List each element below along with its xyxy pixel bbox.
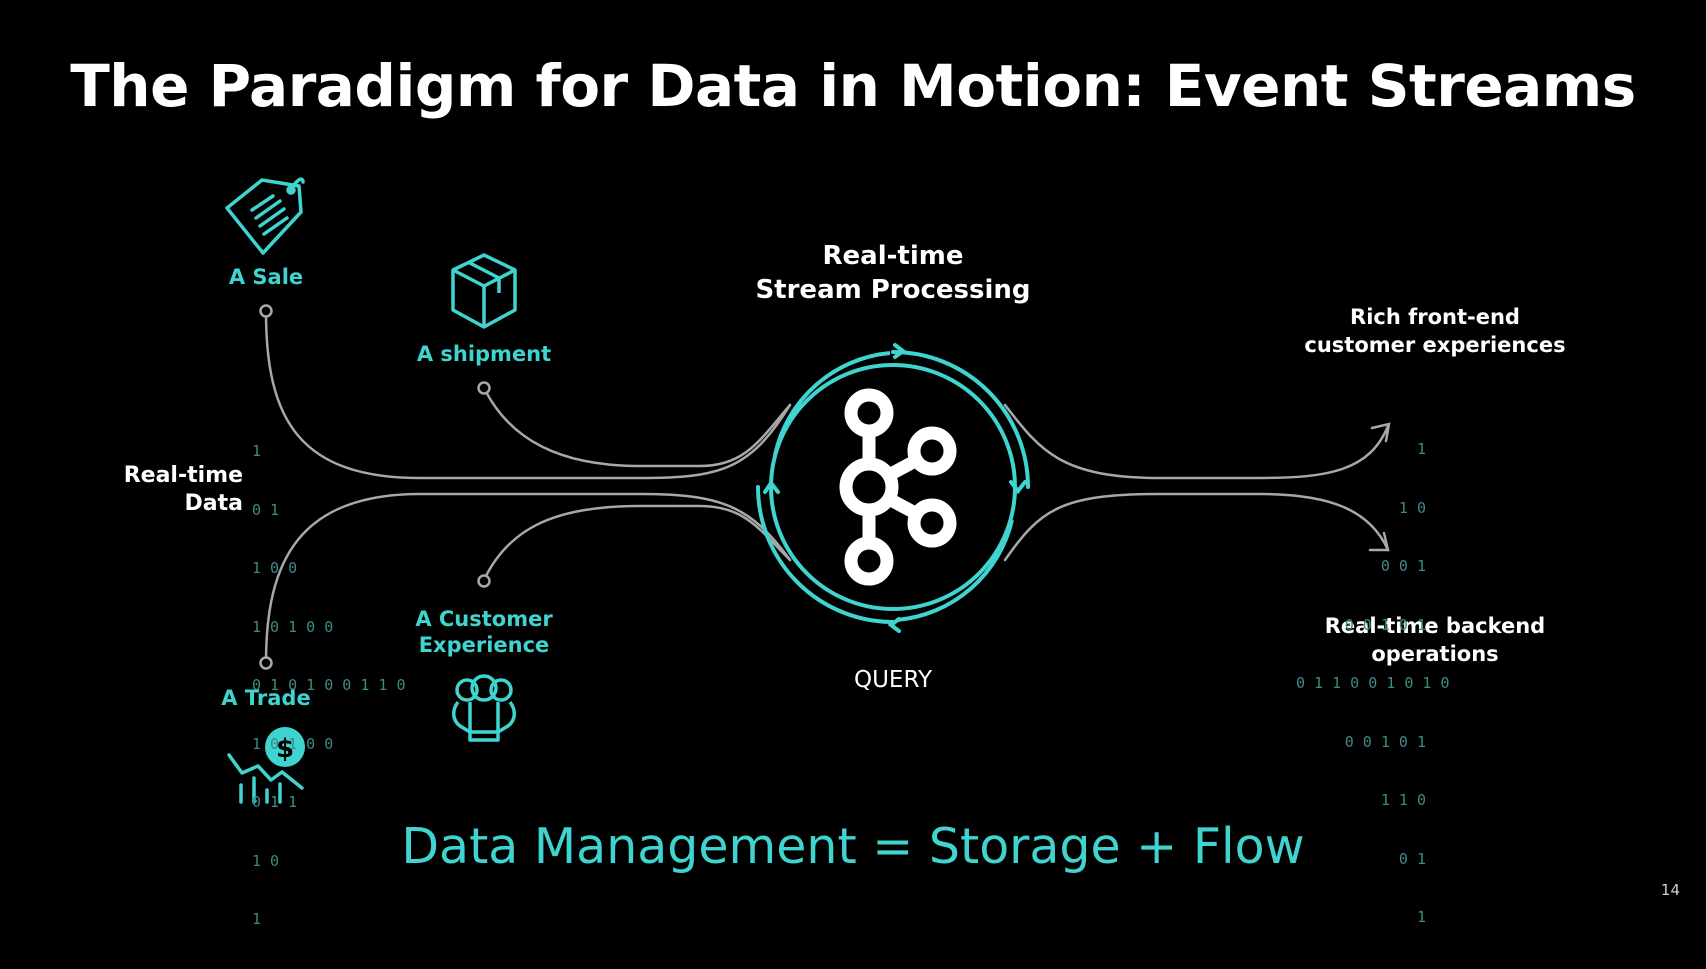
query-label: QUERY — [853, 667, 933, 693]
binary-row: 0 0 1 0 1 — [1344, 732, 1426, 751]
frontend-output-line — [1003, 403, 1390, 480]
binary-row: 1 1 0 — [1380, 791, 1426, 809]
output-frontend-line2: customer experiences — [1304, 333, 1566, 357]
binary-row: 0 1 — [252, 500, 280, 519]
kafka-logo-icon — [839, 388, 957, 586]
shipment-stream-line — [482, 386, 792, 468]
binary-row: 1 0 — [1398, 498, 1426, 517]
output-backend-line2: operations — [1371, 642, 1499, 666]
binary-row: 1 — [252, 442, 262, 460]
center-label-line2: Stream Processing — [755, 275, 1031, 305]
customer-stream-line — [482, 504, 792, 582]
center-label-line1: Real-time — [822, 241, 964, 271]
page-number: 14 — [1660, 881, 1680, 899]
shipment-endpoint — [477, 381, 491, 395]
package-box-icon — [451, 253, 517, 329]
binary-row: 0 1 1 — [252, 793, 298, 811]
binary-row: 1 0 — [252, 851, 280, 870]
ring-arrows — [756, 343, 1030, 633]
binary-row: 1 0 0 — [252, 559, 298, 577]
input-label-line2: Data — [184, 491, 243, 516]
trade-stream-line — [264, 492, 792, 664]
source-label-shipment: A shipment — [416, 342, 552, 366]
binary-row: 1 0 1 0 0 — [252, 734, 334, 753]
binary-row: 0 0 1 0 1 — [1344, 615, 1426, 634]
customer-endpoint — [477, 574, 491, 588]
binary-row: 0 0 1 — [1380, 557, 1426, 575]
binary-row: 1 0 1 0 0 — [252, 617, 334, 636]
source-label-sale: A Sale — [228, 265, 304, 289]
source-label-customer-line1: A Customer — [415, 607, 553, 631]
frontend-arrowhead — [1370, 422, 1391, 443]
sale-endpoint — [259, 304, 273, 318]
backend-arrowhead — [1368, 531, 1390, 552]
binary-row: 0 1 1 0 0 1 0 1 0 — [1296, 674, 1450, 692]
binary-row: 0 1 0 1 0 0 1 1 0 — [252, 676, 406, 694]
dollar-coin-icon: $ — [265, 727, 305, 767]
input-label-line1: Real-time — [123, 463, 243, 488]
output-backend-line1: Real-time backend — [1324, 614, 1546, 638]
binary-stream-left: 1 0 1 1 0 0 1 0 1 0 0 0 1 0 1 0 0 1 1 0 … — [252, 403, 406, 969]
price-tag-icon — [225, 177, 305, 255]
backend-output-line — [1003, 492, 1390, 562]
trade-endpoint — [259, 656, 273, 670]
trade-dollar-chart-icon — [227, 753, 304, 804]
slide-title: The Paradigm for Data in Motion: Event S… — [70, 52, 1636, 120]
source-label-customer-line2: Experience — [418, 633, 550, 657]
binary-row: 1 — [1416, 440, 1426, 458]
sale-stream-line — [264, 310, 792, 480]
equation-text: Data Management = Storage + Flow — [401, 818, 1305, 875]
customer-group-icon — [452, 674, 516, 742]
svg-text:$: $ — [276, 734, 294, 764]
binary-row: 1 — [252, 910, 262, 928]
output-frontend-line1: Rich front-end — [1350, 305, 1520, 329]
binary-row: 1 — [1416, 908, 1426, 926]
binary-row: 0 1 — [1398, 849, 1426, 868]
binary-stream-right: 1 1 0 0 0 1 0 0 1 0 1 0 1 1 0 0 1 0 1 0 … — [1296, 401, 1450, 967]
source-label-trade: A Trade — [221, 686, 311, 710]
